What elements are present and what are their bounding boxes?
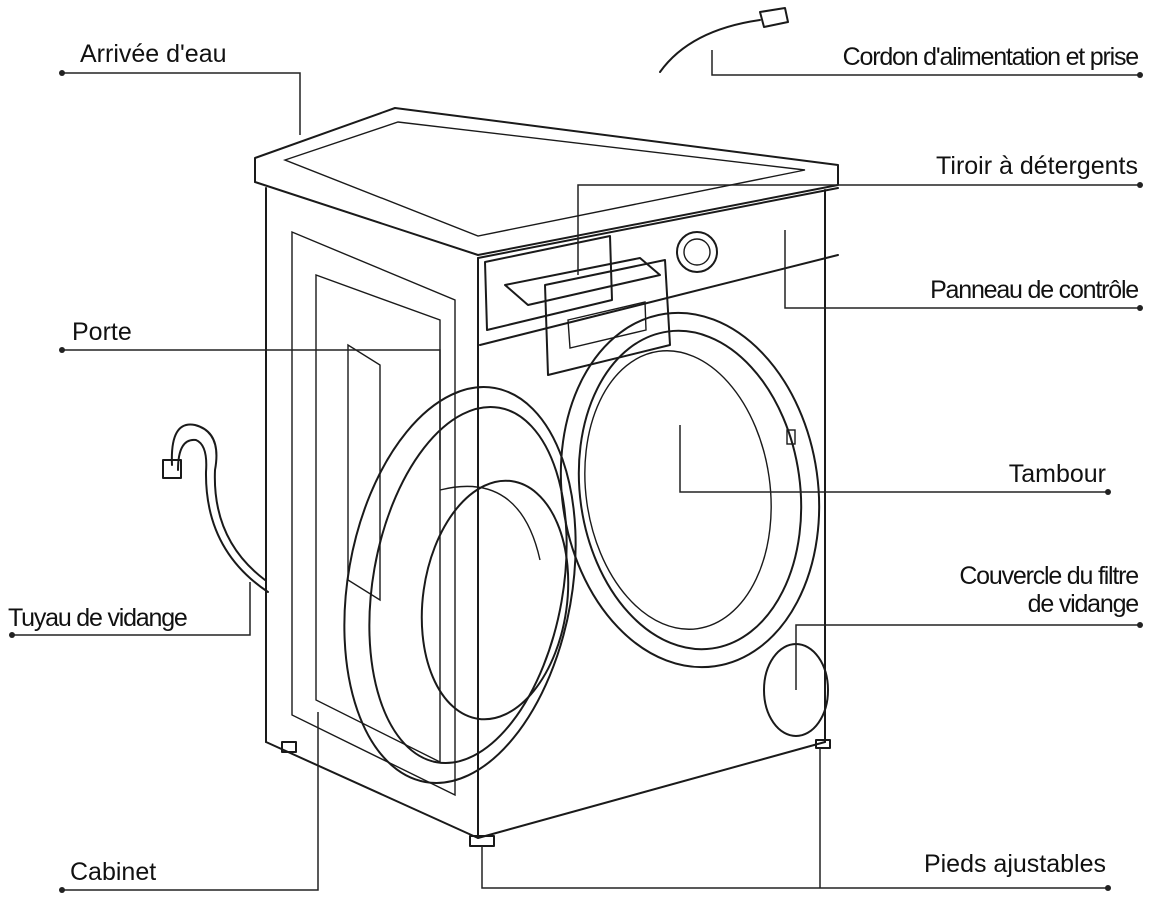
label-detergent-drawer: Tiroir à détergents	[936, 152, 1138, 180]
label-water-inlet: Arrivée d'eau	[80, 40, 227, 68]
drum-opening	[559, 311, 821, 669]
label-drain-filter-cover-line1: Couvercle du filtre	[959, 562, 1139, 590]
detergent-drawer-shape	[484, 235, 671, 376]
label-cabinet: Cabinet	[70, 858, 157, 886]
drain-hose-shape	[162, 423, 269, 593]
power-cord-shape	[659, 7, 789, 73]
feet-shape	[281, 739, 831, 847]
label-drain-filter-cover-line2: de vidange	[1027, 590, 1140, 618]
label-drum: Tambour	[1008, 460, 1106, 488]
label-adjustable-feet: Pieds ajustables	[923, 850, 1106, 878]
label-power-cord: Cordon d'alimentation et prise	[842, 43, 1140, 71]
label-door: Porte	[72, 318, 132, 346]
door-shape	[343, 386, 577, 784]
label-drain-hose: Tuyau de vidange	[8, 604, 188, 632]
machine-top	[254, 107, 839, 256]
control-panel-strip	[477, 187, 839, 346]
leader-lines	[9, 50, 1143, 893]
label-control-panel: Panneau de contrôle	[930, 276, 1139, 304]
